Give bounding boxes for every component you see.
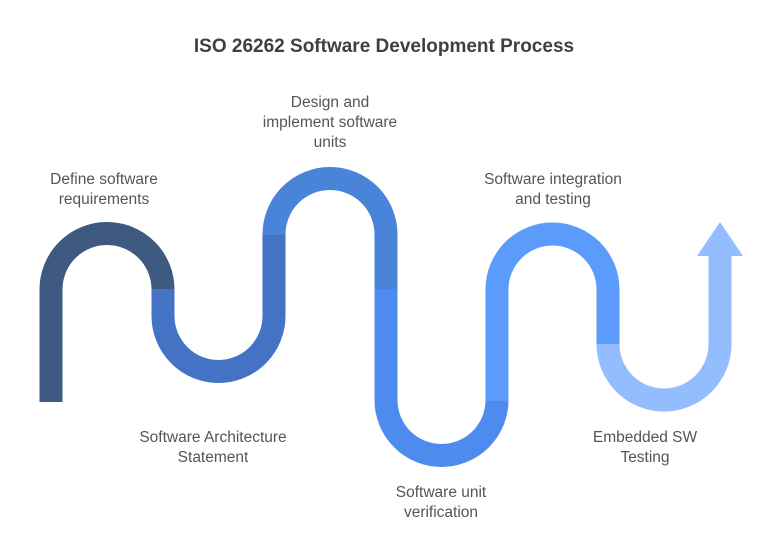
step-1-segment [39, 222, 175, 402]
step-6-label: Embedded SW Testing [592, 429, 698, 466]
step-2-label: Software Architecture Statement [139, 429, 287, 466]
step-3-segment [262, 167, 398, 290]
step-2-segment [151, 234, 286, 383]
step-5-label: Software integration and testing [484, 171, 622, 208]
step-4-label: Software unit verification [395, 484, 487, 521]
step-5-segment [485, 222, 620, 401]
arrow-up-icon [697, 222, 743, 256]
step-4-segment [374, 289, 509, 467]
diagram-title: ISO 26262 Software Development Process [193, 36, 575, 57]
step-1-label: Define software requirements [50, 171, 158, 208]
step-3-label: Design and implement software units [262, 94, 398, 151]
step-6-segment [596, 254, 732, 412]
